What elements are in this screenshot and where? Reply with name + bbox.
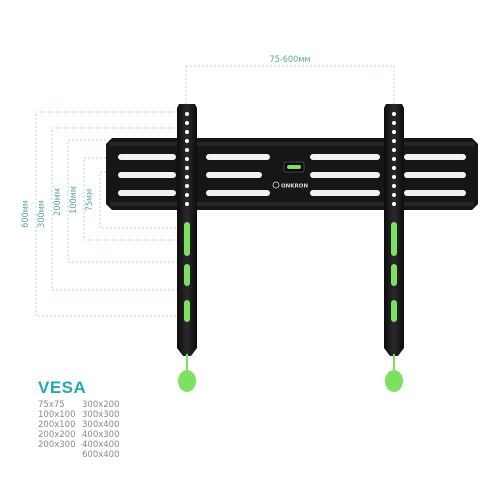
brand-logo: ONKRON — [281, 184, 308, 190]
vesa-size: 200x300 — [38, 440, 76, 450]
dimension-label-200: 200мм — [53, 188, 63, 216]
right-pull-tab — [385, 370, 403, 392]
vesa-list-2: 300x200 300x300 300x400 400x300 400x400 … — [82, 400, 119, 460]
brand-logo-icon — [272, 181, 280, 189]
wall-plate: ONKRON — [106, 138, 478, 210]
vesa-size: 400x300 — [82, 430, 120, 440]
dimension-label-600: 600мм — [21, 200, 31, 228]
horizontal-dimension-label: 75-600мм — [270, 55, 311, 65]
vesa-size: 600x400 — [82, 450, 120, 460]
vesa-list-1: 75x75 100x100 200x100 200x200 200x300 — [38, 400, 75, 450]
right-rail — [384, 104, 404, 392]
vesa-size: 200x100 — [38, 420, 76, 430]
vesa-size: 400x400 — [82, 440, 120, 450]
vesa-size: 75x75 — [38, 400, 65, 410]
vertical-dimensions — [35, 111, 186, 317]
dimension-label-300: 300мм — [37, 200, 47, 228]
vesa-title: VESA — [38, 378, 87, 397]
vesa-size: 200x200 — [38, 430, 76, 440]
horizontal-dimension — [185, 65, 395, 112]
vesa-size: 300x300 — [82, 410, 120, 420]
vesa-size: 300x400 — [82, 420, 120, 430]
dimension-label-100: 100мм — [69, 186, 79, 214]
dimension-label-75: 75мм — [85, 189, 95, 212]
left-pull-tab — [178, 370, 196, 392]
left-rail — [177, 104, 197, 392]
vesa-size: 300x200 — [82, 400, 120, 410]
vesa-size: 100x100 — [38, 410, 76, 420]
